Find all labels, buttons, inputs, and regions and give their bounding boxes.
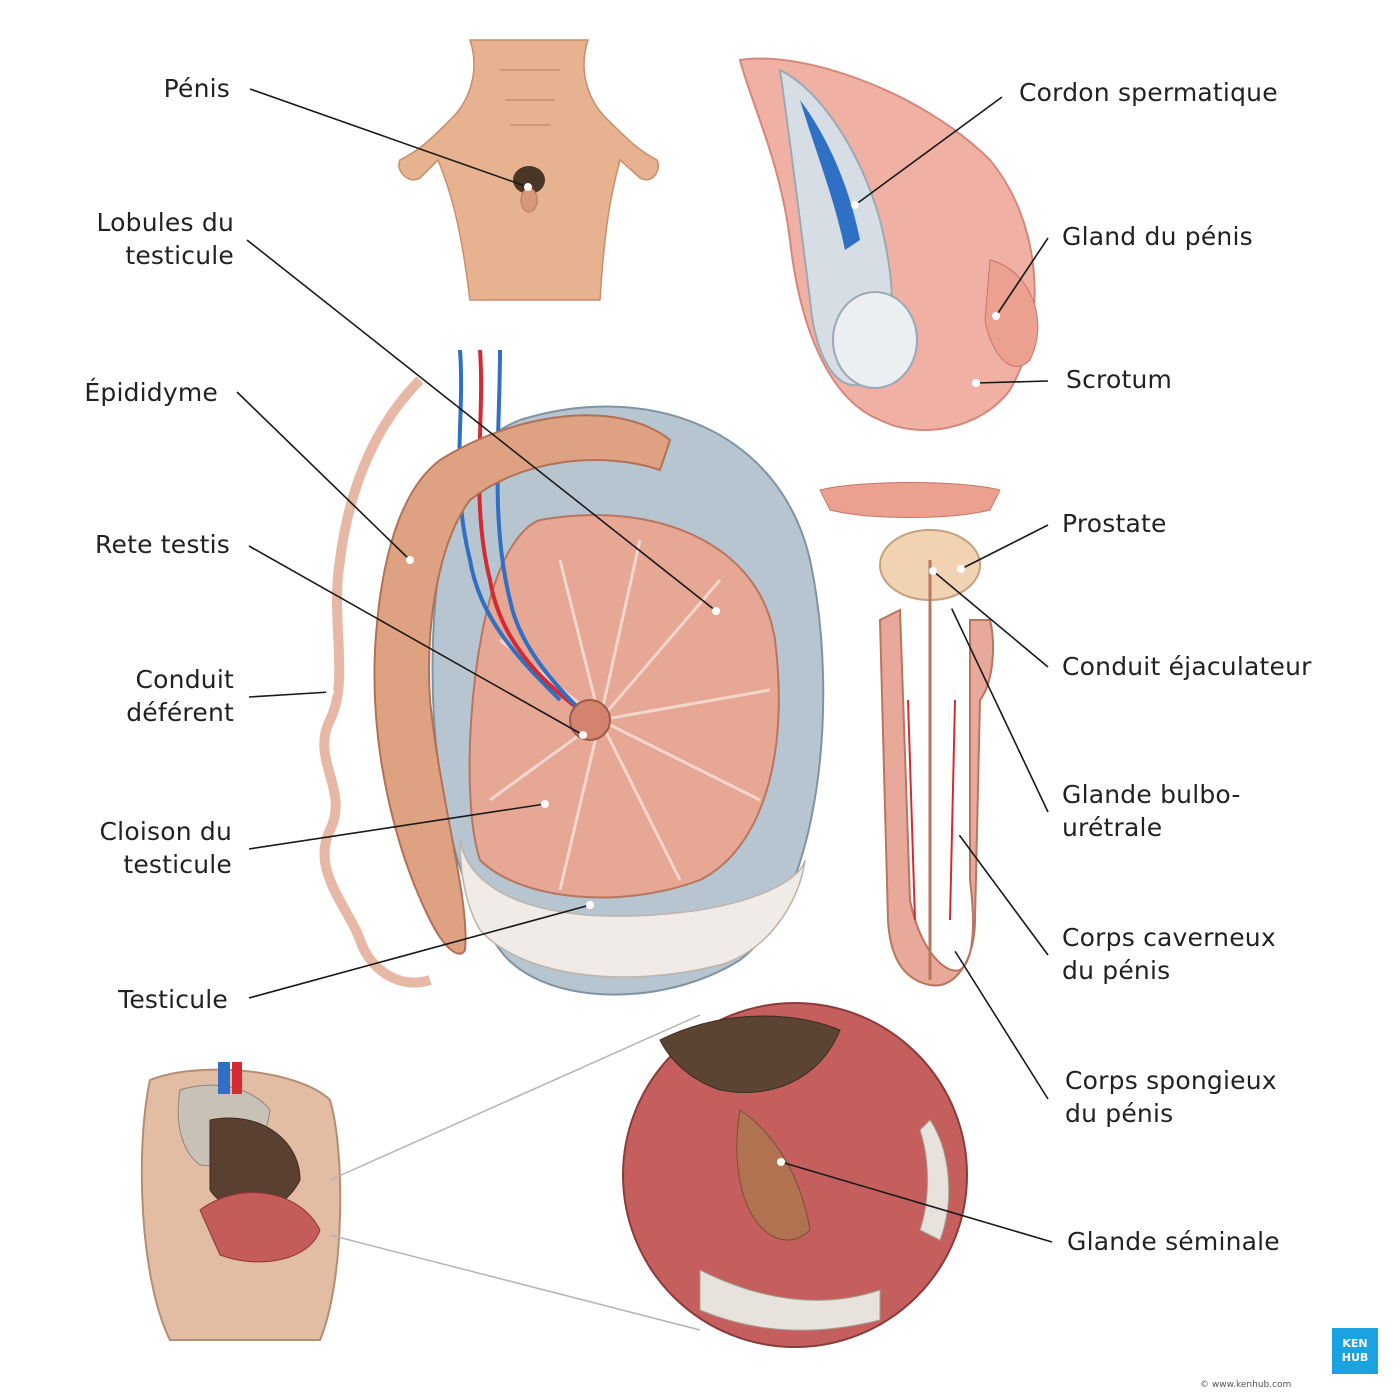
leader-prostate (960, 524, 1049, 570)
leader-spongieux (952, 947, 1049, 1100)
leader-cloison (248, 803, 546, 850)
leader-rete (248, 545, 584, 736)
label-penis: Pénis (163, 74, 230, 103)
leader-gland (995, 237, 1049, 317)
label-rete: Rete testis (95, 530, 230, 559)
scrotum-illustration (738, 57, 1039, 431)
leader-dots (326, 183, 1000, 1166)
label-seminale: Glande séminale (1067, 1227, 1280, 1256)
leader-bulbo (949, 604, 1049, 813)
label-ejaculateur: Conduit éjaculateur (1062, 652, 1312, 681)
label-gland: Gland du pénis (1062, 222, 1253, 251)
label-scrotum: Scrotum (1066, 365, 1173, 394)
leader-ejaculateur (932, 570, 1049, 668)
leader-scrotum (975, 380, 1049, 384)
copyright-credit: © www.kenhub.com (1200, 1380, 1292, 1390)
label-epididyme: Épididyme (84, 378, 218, 407)
leader-conduit-deferent (248, 691, 331, 698)
leader-lines (236, 88, 1053, 1243)
body-figure (398, 39, 659, 301)
label-bulbo: Glande bulbo-urétrale (1062, 780, 1241, 842)
leader-caverneux (956, 831, 1049, 956)
leader-lobules (246, 239, 717, 612)
testis-illustration (319, 349, 825, 996)
leader-penis (249, 88, 529, 188)
label-testicule: Testicule (118, 985, 228, 1014)
leader-seminale (780, 1161, 1053, 1243)
leader-epididyme (236, 391, 411, 561)
magnified-view (329, 1002, 968, 1348)
leader-cordon (854, 96, 1003, 206)
leader-testicule (248, 904, 591, 999)
label-cordon: Cordon spermatique (1019, 78, 1278, 107)
kenhub-logo: KEN HUB (1332, 1328, 1378, 1374)
label-prostate: Prostate (1062, 509, 1167, 538)
penis-section-illustration (819, 482, 1001, 987)
pelvis-illustration (140, 1062, 342, 1341)
